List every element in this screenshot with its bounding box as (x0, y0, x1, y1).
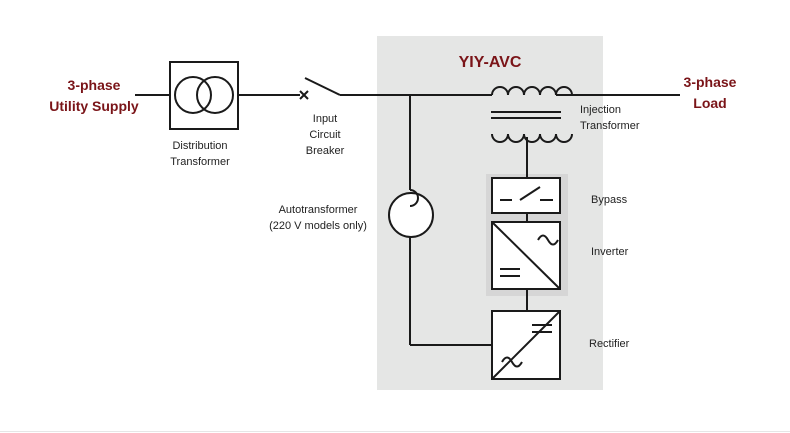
injection-secondary-coils (491, 133, 573, 143)
rectifier-diagonal (491, 310, 561, 380)
autotransformer-label: Autotransformer (220 V models only) (269, 204, 367, 232)
rectifier-ac-symbol (501, 356, 523, 368)
breaker-blade (304, 77, 341, 96)
autotransformer-tap (409, 189, 419, 207)
inverter-label: Inverter (591, 246, 629, 258)
injection-primary-coils (491, 86, 573, 96)
bypass-label: Bypass (591, 194, 628, 206)
supply-label: 3-phase Utility Supply (49, 77, 139, 114)
autotransformer-coil (388, 192, 434, 238)
distribution-transformer-coil-right (196, 76, 234, 114)
injection-transformer-label: Injection Transformer (580, 104, 640, 132)
breaker-cross-b (299, 90, 309, 100)
bottom-divider (0, 431, 790, 432)
rectifier-label: Rectifier (589, 338, 630, 350)
breaker-label: Input Circuit Breaker (305, 113, 345, 157)
distribution-transformer-coil-left (174, 76, 212, 114)
distribution-transformer-label: Distribution Transformer (170, 140, 230, 168)
inverter-ac-symbol (537, 234, 559, 246)
load-label: 3-phase Load (683, 74, 737, 111)
diagram-title: YIY-AVC (458, 54, 522, 71)
bypass-switch-blade (519, 186, 541, 201)
distribution-transformer-box (169, 61, 239, 130)
inverter-diagonal (491, 221, 561, 290)
